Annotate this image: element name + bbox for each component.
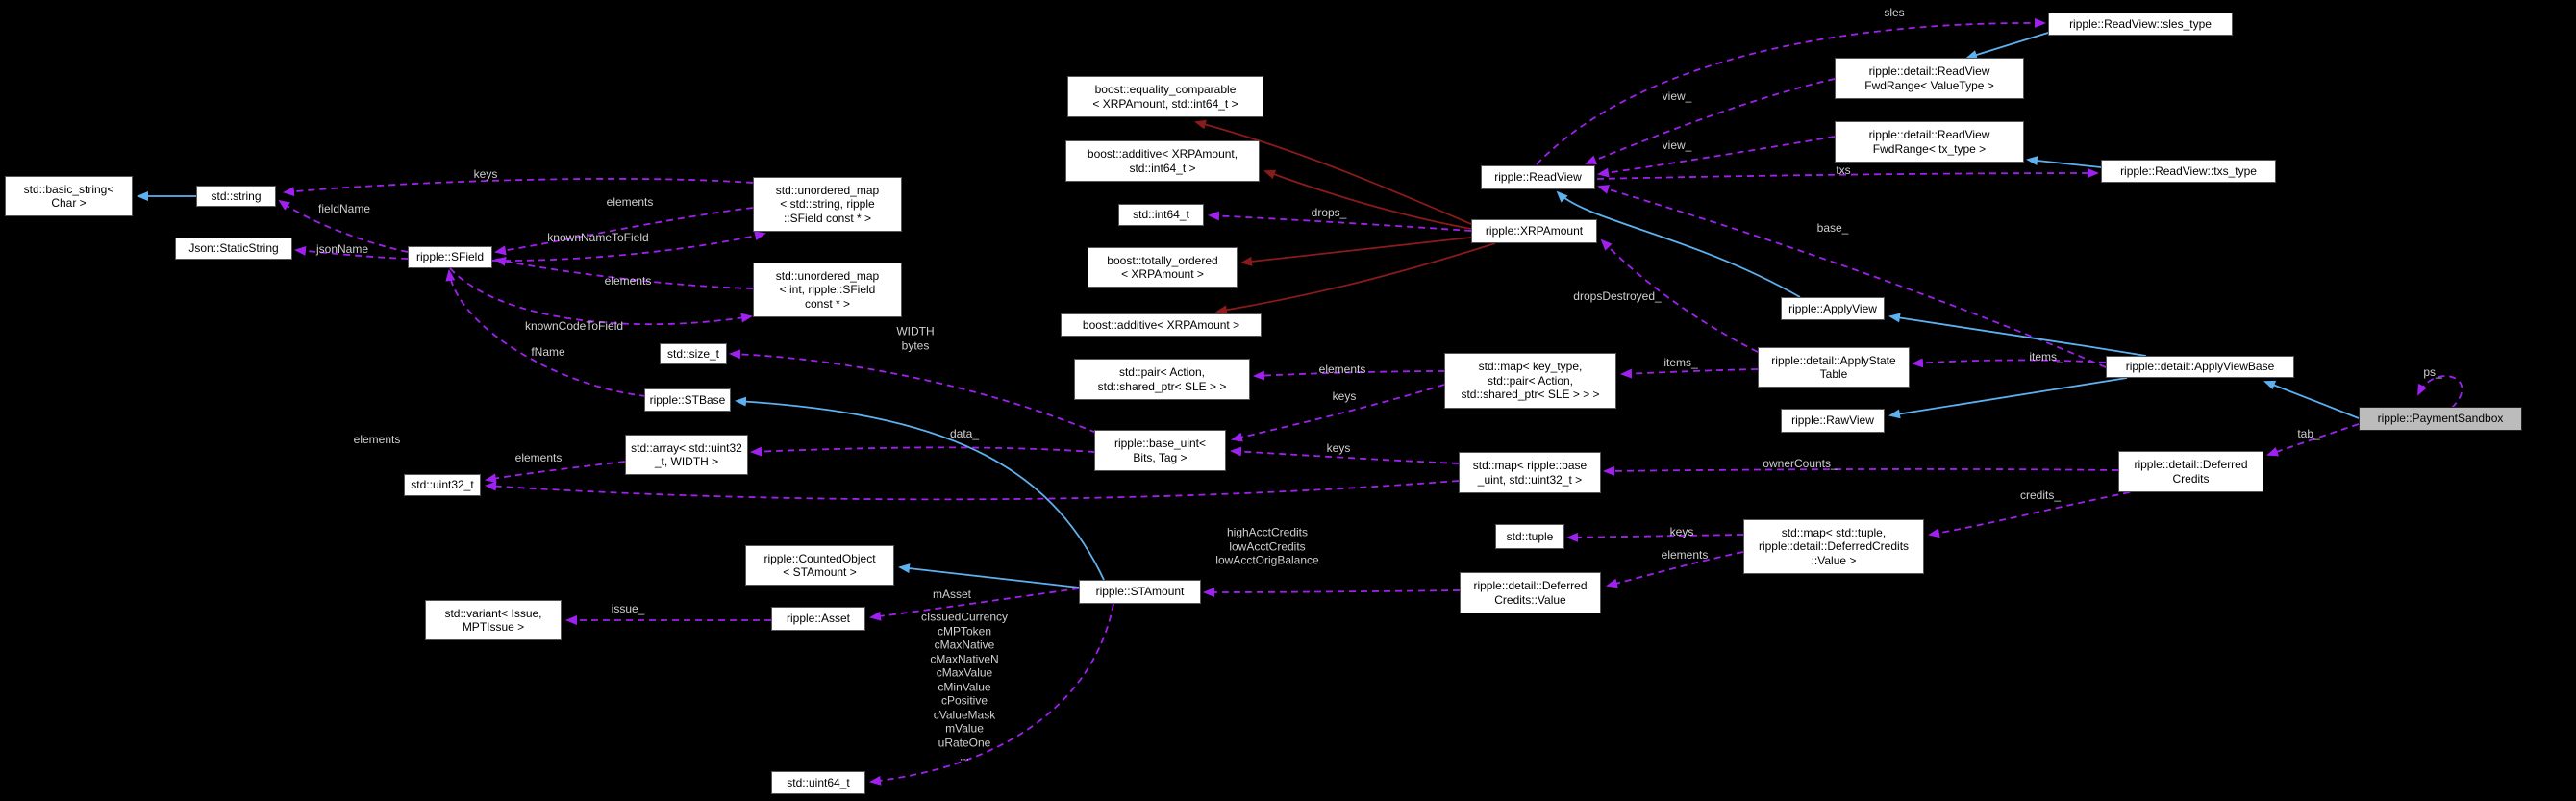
- class-node-asset[interactable]: ripple::Asset: [771, 607, 865, 631]
- edge-sandbox-apply-base: [2263, 380, 2360, 419]
- edge-map-key-pair-action: [1253, 370, 1445, 381]
- edge-sandbox-sandbox: [2417, 375, 2463, 409]
- edge-applyview-readview: [1556, 190, 1801, 298]
- edge-sandbox-deferred: [2266, 423, 2360, 457]
- class-node-sandbox[interactable]: ripple::PaymentSandbox: [2359, 407, 2522, 431]
- class-node-sles-type[interactable]: ripple::ReadView::sles_type: [2048, 13, 2233, 36]
- edge-umap-int-sfield: [494, 256, 754, 289]
- class-node-dc-value[interactable]: ripple::detail::Deferred Credits::Value: [1460, 572, 1601, 613]
- class-node-applyview[interactable]: ripple::ApplyView: [1781, 297, 1885, 320]
- class-node-variant[interactable]: std::variant< Issue, MPTIssue >: [425, 600, 562, 640]
- class-node-stbase[interactable]: ripple::STBase: [644, 388, 731, 412]
- class-node-fwd-tx[interactable]: ripple::detail::ReadView FwdRange< tx_ty…: [1835, 121, 2024, 163]
- edge-stbase-sfield: [445, 269, 647, 397]
- edge-sles-type-fwd-value: [1965, 32, 2049, 60]
- class-node-umap-string[interactable]: std::unordered_map < std::string, ripple…: [753, 177, 902, 232]
- class-node-totally[interactable]: boost::totally_ordered < XRPAmount >: [1088, 247, 1238, 288]
- edge-sfield-static-string: [294, 245, 409, 260]
- class-node-sfield[interactable]: ripple::SField: [408, 246, 492, 268]
- edge-map-base-uint32: [485, 480, 1460, 501]
- edge-dc-value-stamount: [1203, 587, 1461, 597]
- class-node-base-uint[interactable]: ripple::base_uint< Bits, Tag >: [1094, 430, 1226, 471]
- class-node-size-t[interactable]: std::size_t: [660, 343, 727, 364]
- edge-apply-state-xrpamount: [1600, 238, 1759, 353]
- edge-xrpamount-eq-comp: [1194, 119, 1472, 225]
- edge-map-key-base-uint: [1231, 384, 1445, 442]
- class-node-xrpamount[interactable]: ripple::XRPAmount: [1471, 219, 1597, 243]
- class-node-apply-state[interactable]: ripple::detail::ApplyState Table: [1758, 347, 1910, 388]
- edge-base-uint-array: [750, 446, 1095, 457]
- edge-map-tuple-tuple: [1566, 532, 1744, 542]
- edge-base-uint-size-t: [729, 349, 1097, 434]
- class-node-eq-comp[interactable]: boost::equality_comparable < XRPAmount, …: [1067, 76, 1263, 117]
- edge-deferred-map-tuple: [1928, 491, 2131, 538]
- edge-stamount-counted: [898, 563, 1080, 588]
- class-node-additive-x[interactable]: boost::additive< XRPAmount >: [1061, 313, 1262, 337]
- edge-xrpamount-additive-x: [1215, 242, 1496, 315]
- class-node-std-string[interactable]: std::string: [196, 186, 276, 207]
- edge-umap-string-sfield: [494, 207, 754, 256]
- class-node-apply-base[interactable]: ripple::detail::ApplyViewBase: [2106, 356, 2294, 378]
- class-node-readview[interactable]: ripple::ReadView: [1481, 165, 1595, 189]
- class-node-uint32[interactable]: std::uint32_t: [404, 474, 481, 496]
- class-node-int64[interactable]: std::int64_t: [1118, 204, 1204, 226]
- edge-sfield-umap-int: [449, 267, 753, 326]
- edge-stamount-uint64: [869, 603, 1114, 786]
- edge-xrpamount-int64: [1208, 211, 1472, 232]
- edge-readview-sles-type: [1536, 17, 2046, 165]
- class-node-map-key[interactable]: std::map< key_type, std::pair< Action, s…: [1444, 353, 1616, 409]
- edge-xrpamount-additive64: [1263, 169, 1472, 230]
- edge-stamount-stbase: [735, 396, 1105, 581]
- edge-umap-string-std-string: [283, 178, 754, 197]
- class-node-deferred[interactable]: ripple::detail::Deferred Credits: [2118, 451, 2263, 492]
- edge-fwd-value-readview: [1585, 78, 1836, 164]
- class-node-additive64[interactable]: boost::additive< XRPAmount, std::int64_t…: [1065, 140, 1260, 182]
- class-node-uint64[interactable]: std::uint64_t: [771, 771, 865, 794]
- edge-sfield-umap-string: [491, 231, 766, 262]
- edge-txs-type-fwd-tx: [2026, 156, 2102, 168]
- class-node-fwd-value[interactable]: ripple::detail::ReadView FwdRange< Value…: [1835, 58, 2024, 99]
- edge-map-tuple-dc-value: [1606, 551, 1744, 588]
- class-node-map-tuple[interactable]: std::map< std::tuple, ripple::detail::De…: [1743, 519, 1924, 574]
- class-node-array[interactable]: std::array< std::uint32 _t, WIDTH >: [625, 435, 748, 475]
- class-node-counted[interactable]: ripple::CountedObject < STAmount >: [745, 545, 894, 586]
- edge-apply-base-rawview: [1888, 377, 2128, 419]
- class-node-rawview[interactable]: ripple::RawView: [1781, 409, 1885, 433]
- class-node-umap-int[interactable]: std::unordered_map < int, ripple::SField…: [753, 263, 902, 317]
- edge-array-uint32: [485, 461, 626, 484]
- class-node-txs-type[interactable]: ripple::ReadView::txs_type: [2101, 160, 2276, 183]
- edge-readview-txs-type: [1596, 168, 2099, 180]
- edge-apply-base-readview: [1597, 185, 2107, 368]
- edge-apply-state-map-key: [1620, 368, 1759, 379]
- class-node-tuple[interactable]: std::tuple: [1495, 524, 1564, 549]
- class-node-static-string[interactable]: Json::StaticString: [175, 238, 292, 260]
- edge-apply-base-applyview: [1888, 313, 2147, 357]
- edge-apply-base-apply-state: [1912, 358, 2107, 368]
- edge-fwd-tx-readview: [1597, 136, 1836, 178]
- edge-xrpamount-totally: [1240, 237, 1472, 266]
- edge-stamount-asset: [869, 588, 1080, 621]
- class-node-map-base[interactable]: std::map< ripple::base _uint, std::uint3…: [1459, 452, 1601, 493]
- class-node-basic-string[interactable]: std::basic_string< Char >: [5, 176, 133, 216]
- edge-sfield-std-string: [278, 199, 409, 253]
- class-node-pair-action[interactable]: std::pair< Action, std::shared_ptr< SLE …: [1074, 359, 1250, 400]
- edge-deferred-map-base: [1603, 465, 2119, 476]
- class-node-stamount[interactable]: ripple::STAmount: [1079, 580, 1201, 604]
- edge-map-base-base-uint: [1230, 446, 1460, 464]
